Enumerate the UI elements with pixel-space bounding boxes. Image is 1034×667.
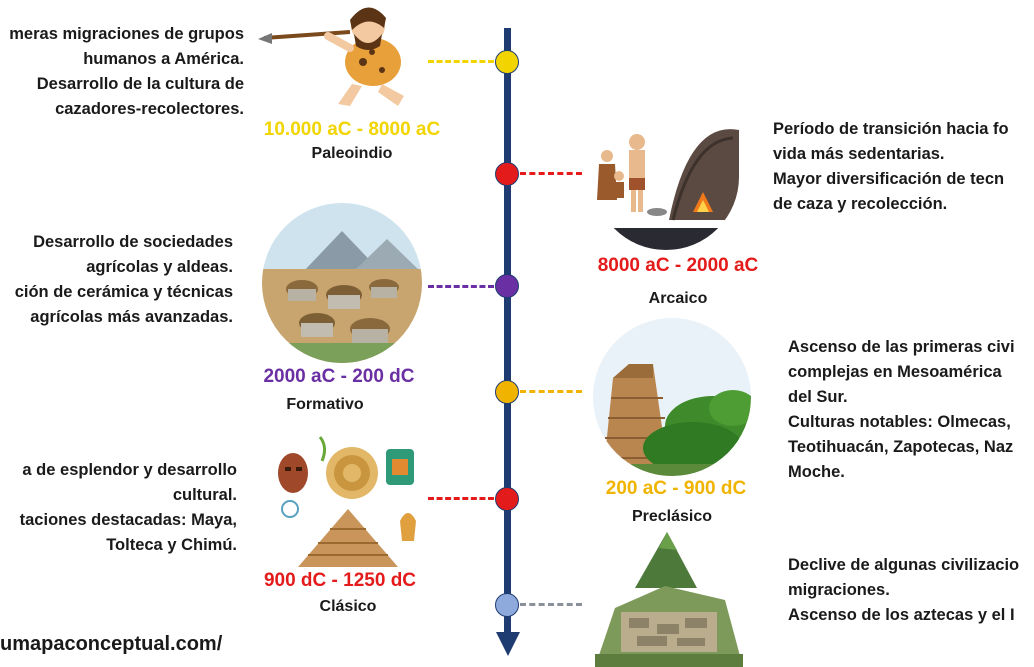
preclasico-connector: [520, 390, 582, 393]
preclasico-description: Ascenso de las primeras civi complejas e…: [788, 338, 1015, 481]
pyramid-jungle-icon: [593, 318, 751, 476]
paleoindio-date: 10.000 aC - 8000 aC: [263, 119, 441, 140]
preclasico-period-label: Preclásico: [631, 508, 713, 525]
formativo-node: [495, 274, 519, 298]
formativo-description: Desarrollo de sociedades agrícolas y ald…: [14, 233, 233, 326]
last-period-node: [495, 593, 519, 617]
last-period-connector: [520, 603, 582, 606]
formativo-date: 2000 aC - 200 dC: [263, 366, 415, 387]
family-hut-icon: [593, 100, 739, 250]
arcaico-date: 8000 aC - 2000 aC: [597, 255, 759, 276]
caveman-hunter-icon: [258, 0, 428, 115]
village-icon: [262, 203, 422, 363]
last-period-description: Declive de algunas civilizacio migracion…: [788, 556, 1020, 624]
source-url: umapaconceptual.com/: [0, 633, 223, 655]
formativo-connector: [428, 285, 494, 288]
timeline-arrow-icon: [496, 632, 520, 656]
timeline-axis: [504, 28, 511, 638]
paleoindio-node: [495, 50, 519, 74]
arcaico-node: [495, 162, 519, 186]
arcaico-description: Período de transición hacia fo vida más …: [773, 120, 1009, 213]
clasico-connector: [428, 497, 494, 500]
clasico-period-label: Clásico: [319, 598, 377, 615]
paleoindio-period-label: Paleoindio: [311, 145, 393, 162]
formativo-period-label: Formativo: [286, 396, 364, 413]
clasico-description: a de esplendor y desarrollo cultural. ta…: [19, 461, 237, 554]
mountain-ruins-icon: [585, 528, 745, 667]
clasico-date: 900 dC - 1250 dC: [263, 570, 417, 591]
preclasico-date: 200 aC - 900 dC: [605, 478, 747, 499]
arcaico-period-label: Arcaico: [648, 290, 708, 307]
preclasico-node: [495, 380, 519, 404]
paleoindio-connector: [428, 60, 494, 63]
mesoamerican-artifacts-icon: [268, 425, 428, 567]
paleoindio-description: meras migraciones de grupos humanos a Am…: [9, 25, 244, 118]
clasico-node: [495, 487, 519, 511]
arcaico-connector: [520, 172, 582, 175]
